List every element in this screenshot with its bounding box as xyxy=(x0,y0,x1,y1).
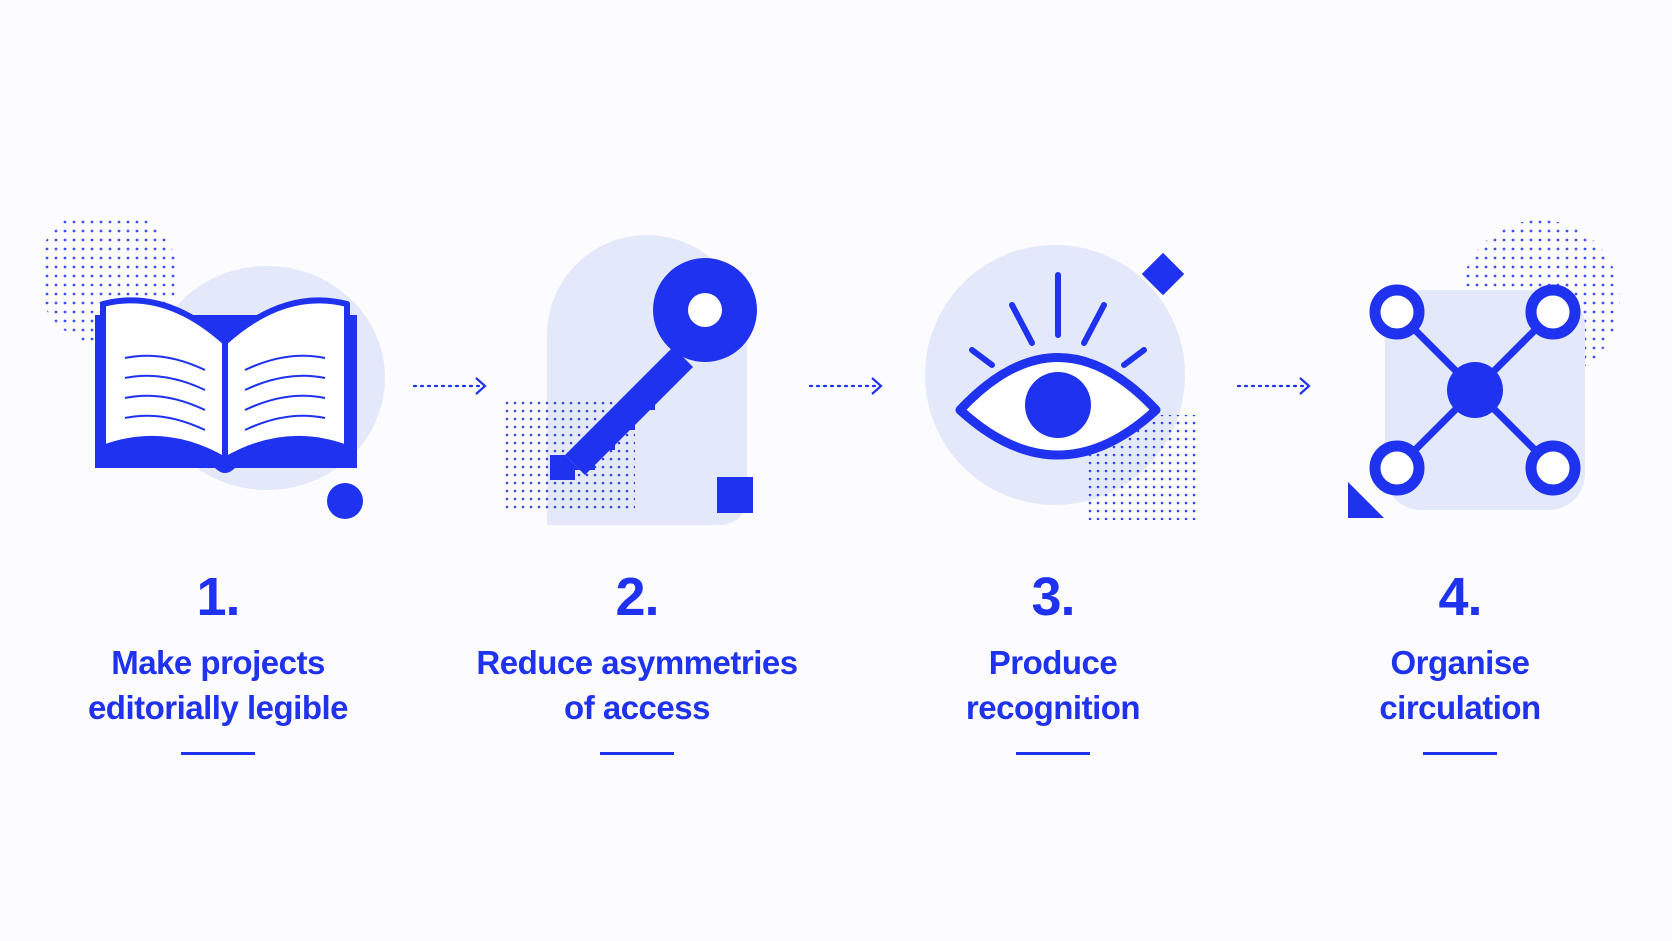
step-divider xyxy=(181,752,255,755)
dotted-arrow-icon xyxy=(808,377,883,395)
step-number: 2. xyxy=(615,567,659,627)
step-number: 1. xyxy=(196,567,240,627)
step-4: 4. Organise circulation xyxy=(1260,565,1660,730)
step-1: 1. Make projects editorially legible xyxy=(18,565,418,730)
step-divider xyxy=(1423,752,1497,755)
step-label: Make projects editorially legible xyxy=(87,644,349,726)
step-label: Reduce asymmetries of access xyxy=(476,644,798,726)
step-divider xyxy=(600,752,674,755)
dotted-arrow-icon xyxy=(412,377,487,395)
dotted-arrow-icon xyxy=(1236,377,1311,395)
eye-icon xyxy=(925,245,1197,520)
step-label: Organise circulation xyxy=(1379,644,1541,726)
step-number: 3. xyxy=(1031,567,1075,627)
step-number: 4. xyxy=(1438,567,1482,627)
key-icon xyxy=(505,235,757,525)
step-divider xyxy=(1016,752,1090,755)
open-book-icon xyxy=(45,220,385,519)
step-2: 2. Reduce asymmetries of access xyxy=(437,565,837,730)
step-3: 3. Produce recognition xyxy=(853,565,1253,730)
step-label: Produce recognition xyxy=(965,644,1141,726)
network-icon xyxy=(1348,220,1620,518)
